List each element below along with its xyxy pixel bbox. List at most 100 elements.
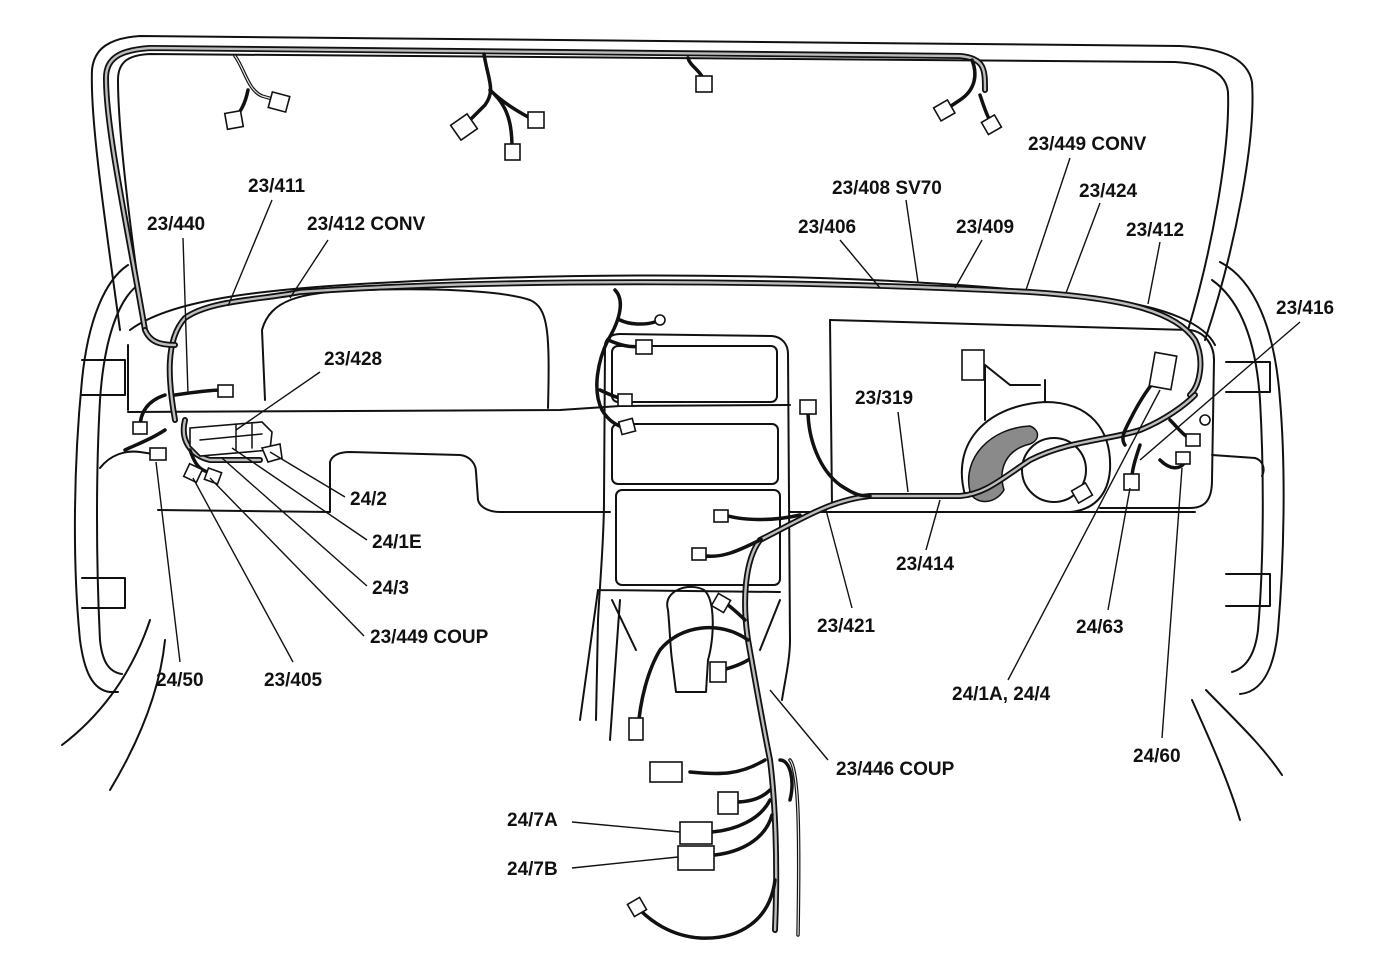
console-connector-1 — [628, 717, 644, 741]
stack-connector-3 — [617, 417, 637, 436]
left-door-inner — [96, 284, 139, 675]
stack-connector-2 — [617, 393, 633, 407]
left-floor — [61, 619, 166, 791]
center-ground-eyelet — [654, 314, 666, 326]
dashboard-lower-edge — [127, 344, 791, 413]
right-connector-4 — [1175, 451, 1191, 465]
instrument-cluster-pod — [261, 288, 550, 409]
dash-branches — [123, 288, 1211, 561]
right-connector-3 — [1185, 433, 1201, 447]
blower-unit — [960, 349, 1112, 513]
label-23-405: 23/405 — [264, 670, 323, 691]
label-23-446-coup: 23/446 COUP — [836, 759, 955, 780]
stack-panel-3 — [615, 489, 781, 586]
label-23-424: 23/424 — [1079, 181, 1138, 202]
dash-connector-319 — [799, 399, 817, 415]
labels: 23/411 23/440 23/412 CONV 23/428 24/2 24… — [147, 134, 1334, 880]
right-connector-2 — [1123, 473, 1140, 491]
right-mount-bracket — [1211, 454, 1265, 477]
right-hinge-lower — [1225, 573, 1271, 607]
stack-connector-4 — [713, 509, 729, 523]
blower-connector — [961, 349, 985, 381]
console-tunnel — [579, 589, 781, 741]
label-24-50: 24/50 — [156, 670, 204, 691]
leader-lines — [155, 157, 1301, 869]
left-connector-2 — [132, 421, 148, 435]
left-connector-1 — [217, 384, 234, 398]
connector-24-7a — [679, 821, 713, 845]
right-connector-1 — [1148, 351, 1178, 391]
label-23-411: 23/411 — [248, 176, 305, 197]
label-23-421: 23/421 — [817, 616, 876, 637]
console-connector-2 — [710, 592, 732, 614]
label-23-412: 23/412 — [1126, 220, 1184, 241]
label-24-1a-24-4: 24/1A, 24/4 — [952, 684, 1051, 705]
windshield-frame-inner — [117, 53, 1230, 331]
left-connector-4 — [182, 462, 204, 484]
roof-connector-4 — [527, 111, 545, 129]
blower-motor — [1021, 437, 1087, 503]
label-23-449-conv: 23/449 CONV — [1028, 134, 1147, 155]
stack-connector-5 — [691, 547, 707, 561]
roof-connector-8 — [980, 113, 1003, 136]
center-stack-left — [595, 347, 606, 721]
label-23-409: 23/409 — [956, 217, 1014, 238]
blower-resistor — [1070, 481, 1094, 505]
console-harness — [742, 537, 780, 933]
label-24-1e: 24/1E — [372, 532, 422, 553]
console-connector-5 — [717, 791, 739, 815]
label-23-319: 23/319 — [855, 388, 913, 409]
console-connector-3 — [709, 661, 727, 683]
left-connector-5 — [203, 466, 223, 486]
windshield-frame-outer — [90, 35, 1254, 341]
console-connector-4 — [649, 761, 683, 783]
left-connector-3 — [149, 447, 167, 461]
left-hinge-lower — [81, 577, 126, 609]
label-24-2: 24/2 — [350, 489, 387, 510]
roof-connector-3 — [449, 112, 479, 142]
glovebox-line — [829, 319, 833, 506]
label-23-408-sv70: 23/408 SV70 — [832, 178, 942, 199]
label-23-449-coup: 23/449 COUP — [370, 627, 489, 648]
left-mount-bracket — [99, 450, 161, 469]
roof-connector-6 — [695, 75, 713, 93]
roof-connector-2 — [267, 90, 291, 114]
stack-panel-2 — [611, 423, 779, 485]
roof-connector-1 — [223, 109, 245, 131]
console-connector-6 — [626, 896, 648, 918]
left-door-outer — [73, 264, 129, 693]
roof-branches — [223, 52, 1003, 161]
roof-connector-5 — [504, 143, 521, 161]
label-24-63: 24/63 — [1076, 617, 1124, 638]
fuse-box — [189, 421, 283, 463]
stack-panel-1 — [611, 345, 778, 403]
right-hinge-upper — [1225, 361, 1271, 393]
label-23-406: 23/406 — [798, 217, 856, 238]
connector-24-7b — [677, 845, 715, 871]
label-24-3: 24/3 — [372, 578, 409, 599]
label-23-428: 23/428 — [324, 349, 382, 370]
label-24-60: 24/60 — [1133, 746, 1181, 767]
label-24-7a: 24/7A — [507, 810, 558, 831]
blower-housing — [960, 401, 1112, 513]
vehicle-outline — [61, 35, 1285, 821]
stack-connector-1 — [635, 339, 653, 355]
label-23-414: 23/414 — [896, 554, 955, 575]
label-24-7b: 24/7B — [507, 859, 558, 880]
blower-duct-upper — [984, 364, 1046, 421]
blower-scroll — [967, 425, 1039, 503]
console-branches — [626, 592, 777, 940]
right-door-outer — [1219, 261, 1285, 695]
label-23-416: 23/416 — [1276, 298, 1334, 319]
right-floor — [1191, 689, 1283, 821]
lower-dash-shelf — [157, 451, 611, 513]
right-ground-eyelet — [1199, 414, 1211, 426]
roof-connector-7 — [932, 98, 957, 123]
left-hinge-upper — [81, 359, 126, 396]
label-23-440: 23/440 — [147, 214, 205, 235]
label-23-412-conv: 23/412 CONV — [307, 214, 426, 235]
right-door-inner — [1211, 279, 1264, 673]
gear-lever — [666, 585, 714, 693]
dashboard-right-lower — [829, 319, 1215, 509]
